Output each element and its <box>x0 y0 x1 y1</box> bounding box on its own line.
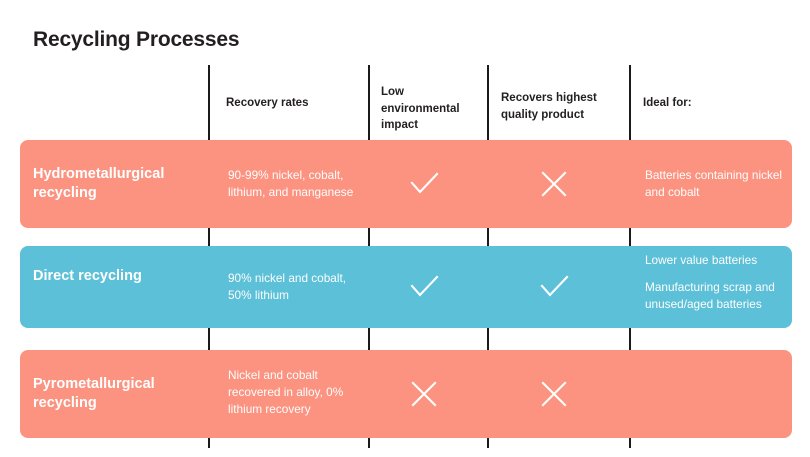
check-icon <box>404 267 444 307</box>
row-recovery-rate: 90-99% nickel, cobalt, lithium, and mang… <box>228 168 354 199</box>
row-process-name: Direct recycling <box>33 268 142 284</box>
page-title: Recycling Processes <box>33 28 240 51</box>
check-icon <box>404 164 444 204</box>
row-ideal-for: Lower value batteries Manufacturing scra… <box>645 252 795 312</box>
cross-icon <box>404 374 444 414</box>
row-recovery-rate: 90% nickel and cobalt, 50% lithium <box>228 271 347 302</box>
ideal-for-item: Batteries containing nickel and cobalt <box>645 168 783 199</box>
column-header-recovers-highest-quality-product: Recovers highest quality product <box>501 92 597 121</box>
ideal-for-item: Lower value batteries <box>645 253 758 267</box>
row-ideal-for: Batteries containing nickel and cobalt <box>645 167 795 201</box>
table-row <box>20 246 792 328</box>
row-recovery-rate: Nickel and cobalt recovered in alloy, 0%… <box>228 368 344 416</box>
check-icon <box>534 267 574 307</box>
table-header-row: Recovery rates Low environmental impact … <box>0 80 810 131</box>
cross-icon <box>534 164 574 204</box>
table-row <box>20 140 792 228</box>
row-process-name: Pyrometallurgical recycling <box>33 376 155 411</box>
ideal-for-item: Manufacturing scrap and unused/aged batt… <box>645 279 775 311</box>
column-header-recovery-rates: Recovery rates <box>226 97 309 109</box>
table-row <box>20 350 792 438</box>
cross-icon <box>534 374 574 414</box>
row-process-name: Hydrometallurgical recycling <box>33 166 165 201</box>
column-header-ideal-for: Ideal for: <box>643 97 692 109</box>
column-header-low-environmental-impact: Low environmental impact <box>381 86 460 132</box>
